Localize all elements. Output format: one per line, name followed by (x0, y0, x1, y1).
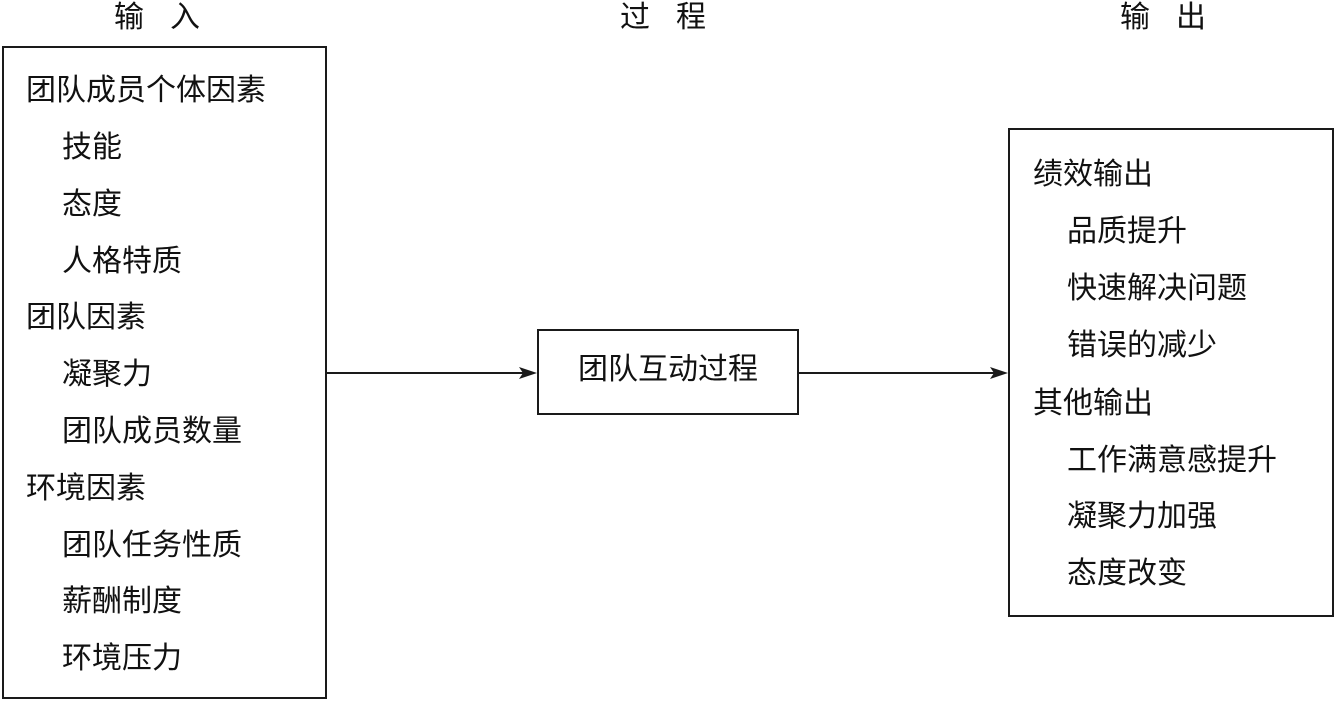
output-item: 凝聚力加强 (1067, 499, 1217, 534)
input-item: 技能 (62, 130, 122, 165)
input-item: 凝聚力 (62, 357, 152, 392)
input-box: 团队成员个体因素 技能 态度 人格特质 团队因素 凝聚力 团队成员数量 环境因素… (2, 46, 327, 699)
input-item: 团队成员个体因素 (26, 73, 266, 108)
input-item: 薪酬制度 (62, 584, 182, 619)
arrow-process-to-output (799, 367, 1008, 379)
input-item: 环境因素 (26, 471, 146, 506)
output-item: 其他输出 (1033, 386, 1153, 421)
output-item: 工作满意感提升 (1067, 443, 1277, 478)
output-item: 品质提升 (1067, 214, 1187, 249)
input-heading: 输入 (114, 0, 226, 35)
output-heading: 输出 (1120, 0, 1232, 35)
input-item: 团队因素 (26, 300, 146, 335)
input-item: 人格特质 (62, 244, 182, 279)
input-item: 环境压力 (62, 641, 182, 676)
process-heading: 过程 (620, 0, 732, 35)
output-item: 绩效输出 (1033, 157, 1153, 192)
process-label: 团队互动过程 (578, 352, 758, 387)
process-box: 团队互动过程 (537, 329, 799, 415)
output-box: 绩效输出 品质提升 快速解决问题 错误的减少 其他输出 工作满意感提升 凝聚力加… (1008, 128, 1334, 617)
input-item: 态度 (62, 187, 122, 222)
input-item: 团队成员数量 (62, 414, 242, 449)
output-item: 错误的减少 (1067, 328, 1217, 363)
arrow-input-to-process (327, 367, 537, 379)
output-item: 快速解决问题 (1067, 271, 1247, 306)
input-item: 团队任务性质 (62, 528, 242, 563)
output-item: 态度改变 (1067, 556, 1187, 591)
